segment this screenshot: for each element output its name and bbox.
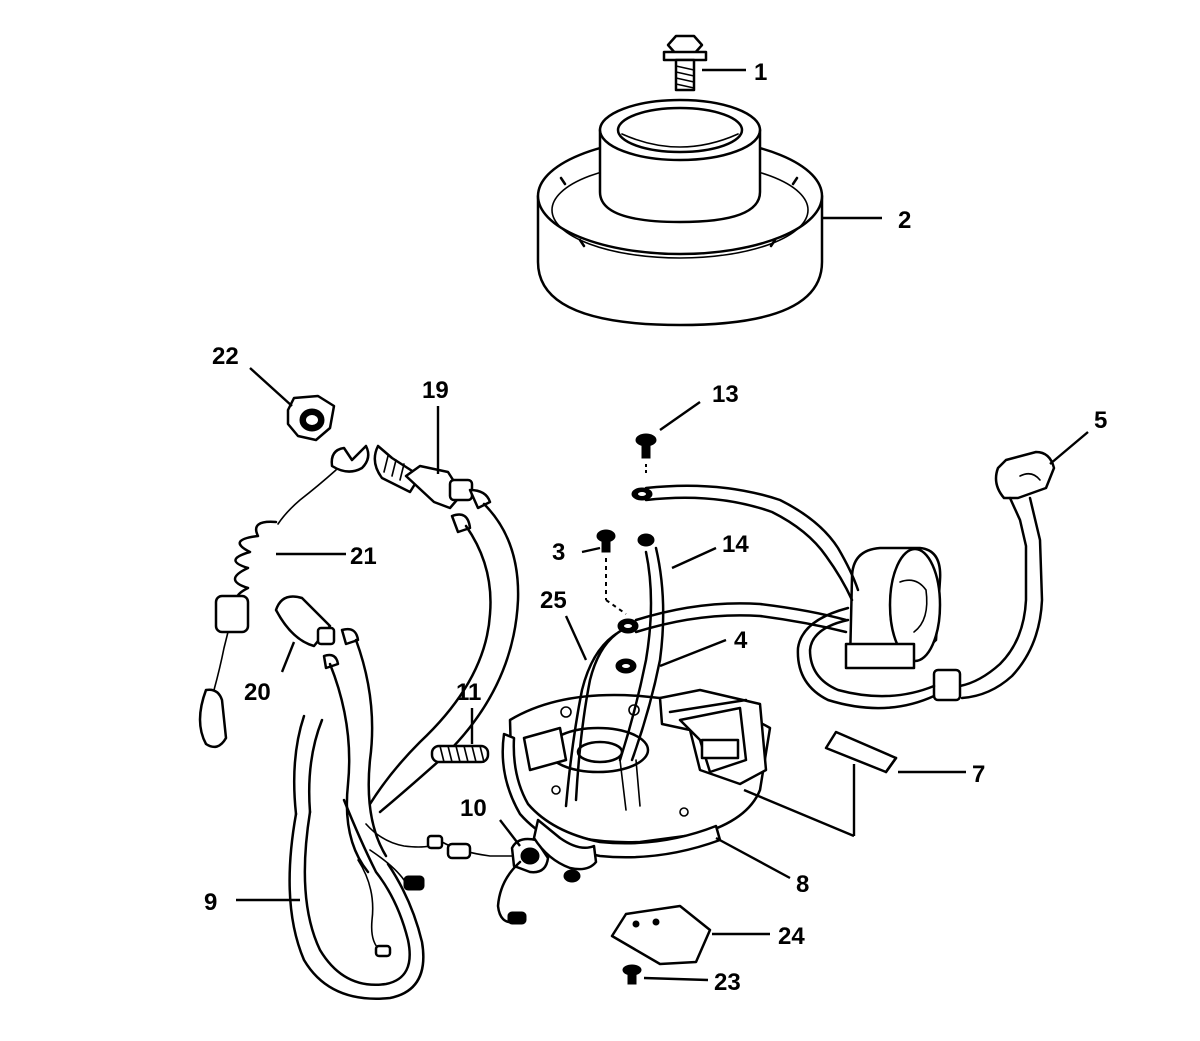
part-10-clamp [496, 837, 550, 925]
coil-leads [564, 484, 860, 808]
label-9: 9 [204, 889, 217, 916]
part-7-key [743, 730, 898, 838]
label-20: 20 [244, 679, 271, 706]
label-3: 3 [552, 539, 565, 566]
label-22: 22 [212, 343, 239, 370]
part-19-stop-switch [373, 444, 492, 534]
label-21: 21 [350, 543, 377, 570]
label-25: 25 [540, 587, 567, 614]
part-2-flywheel [536, 98, 824, 327]
label-5: 5 [1094, 407, 1107, 434]
label-8: 8 [796, 871, 809, 898]
label-19: 19 [422, 377, 449, 404]
part-20-connector [274, 595, 360, 670]
label-4: 4 [734, 627, 748, 654]
label-1: 1 [754, 59, 767, 86]
label-13: 13 [712, 381, 739, 408]
label-24: 24 [778, 923, 805, 950]
part-24-plate [610, 904, 712, 966]
label-11: 11 [456, 679, 481, 706]
label-7: 7 [972, 761, 985, 788]
part-21-lanyard [198, 444, 370, 749]
part-9-wiring-harness [288, 502, 520, 1000]
label-2: 2 [898, 207, 911, 234]
part-5-ignition-coil [796, 450, 1056, 710]
label-10: 10 [460, 795, 487, 822]
part-1-flywheel-bolt [662, 34, 708, 92]
label-14: 14 [722, 531, 749, 558]
part-3-screw [596, 529, 627, 615]
callout-labels: 1 2 22 19 13 5 3 14 21 25 4 20 11 7 10 8… [204, 59, 1107, 996]
part-13-screw [635, 433, 657, 474]
part-23-screw [622, 964, 642, 985]
leader-lines [236, 68, 1089, 982]
label-23: 23 [714, 969, 741, 996]
part-22-nut [286, 394, 336, 442]
part-11-spring [430, 744, 490, 764]
lead-terminals [615, 487, 655, 674]
